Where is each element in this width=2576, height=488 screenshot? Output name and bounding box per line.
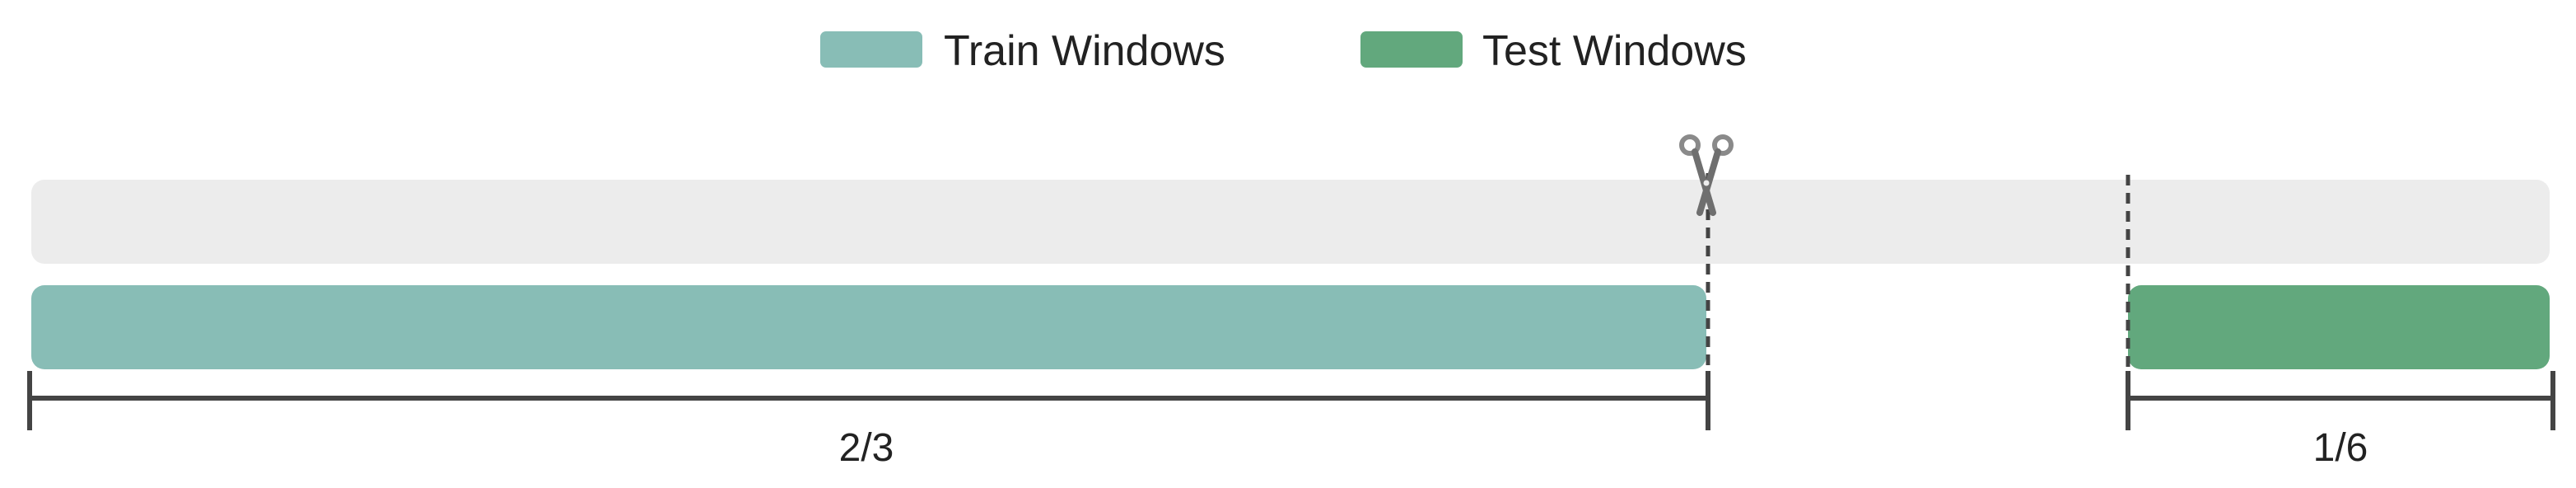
legend: Train Windows Test Windows [820, 27, 1747, 75]
test-windows-bar [2128, 285, 2550, 369]
scissors-icon [1679, 134, 1734, 216]
legend-train-swatch [820, 31, 922, 68]
legend-test-swatch [1360, 31, 1463, 68]
test-span-bracket [2126, 371, 2555, 430]
train-windows-bar [31, 285, 1706, 369]
test-fraction-label: 1/6 [2313, 426, 2368, 470]
full-timeline-bar [31, 180, 2550, 264]
train-span-bracket [27, 371, 1710, 430]
legend-train-label: Train Windows [944, 27, 1225, 75]
train-fraction-label: 2/3 [839, 426, 894, 470]
legend-test-label: Test Windows [1482, 27, 1747, 75]
